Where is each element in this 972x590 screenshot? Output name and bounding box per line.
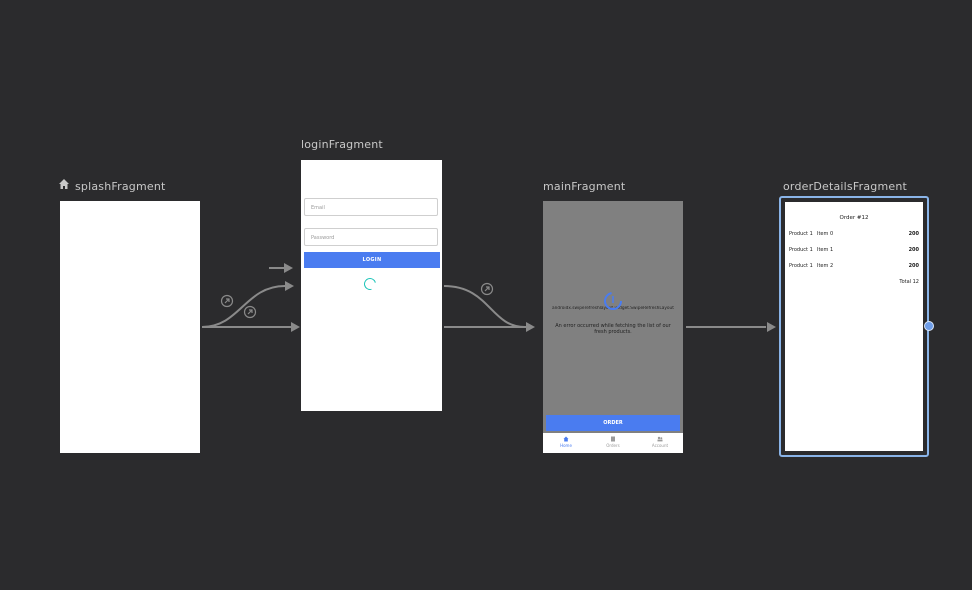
password-field[interactable]: Password: [304, 228, 438, 246]
action-connection-handle[interactable]: [924, 321, 934, 331]
item-name: Item 0: [817, 231, 834, 237]
refresh-indicator-icon: [604, 292, 622, 310]
orders-icon: [611, 436, 615, 442]
order-details-fragment-preview[interactable]: Order #12 Product 1 Item 0 200 Product 1…: [785, 202, 923, 451]
pop-behavior-icon: [243, 305, 257, 319]
home-icon: [59, 179, 69, 189]
login-fragment-title: loginFragment: [301, 138, 383, 151]
item-name: Item 2: [817, 263, 834, 269]
item-name: Item 1: [817, 247, 834, 253]
product-name: Product 1: [789, 247, 813, 253]
order-row: Product 1 Item 2 200: [789, 263, 919, 271]
login-button[interactable]: LOGIN: [304, 252, 440, 268]
nav-item-label: Home: [560, 443, 572, 448]
order-row: Product 1 Item 0 200: [789, 231, 919, 239]
email-field[interactable]: Email: [304, 198, 438, 216]
order-details-selection-frame[interactable]: Order #12 Product 1 Item 0 200 Product 1…: [779, 196, 929, 457]
order-heading: Order #12: [839, 215, 869, 221]
action-login-to-main-curve: [443, 285, 526, 328]
order-button[interactable]: ORDER: [546, 415, 680, 431]
nav-item-label: Orders: [606, 443, 620, 448]
order-row: Product 1 Item 1 200: [789, 247, 919, 255]
nav-item-home[interactable]: Home: [546, 436, 586, 448]
product-name: Product 1: [789, 231, 813, 237]
home-icon: [563, 436, 569, 442]
main-fragment-title: mainFragment: [543, 180, 626, 193]
item-value: 200: [908, 263, 919, 269]
loading-spinner: [361, 275, 379, 293]
order-total: Total 12: [899, 279, 919, 285]
product-name: Product 1: [789, 263, 813, 269]
action-splash-to-login-curve: [201, 285, 288, 328]
order-details-fragment-title: orderDetailsFragment: [783, 180, 908, 193]
error-message: An error occurred while fetching the lis…: [555, 323, 671, 335]
nav-item-orders[interactable]: Orders: [593, 436, 633, 448]
pop-behavior-icon: [480, 282, 494, 296]
main-fragment-preview[interactable]: androidx.swiperefreshlayout.widget.Swipe…: [543, 201, 683, 453]
nav-item-label: Account: [651, 443, 669, 448]
splash-fragment-title: splashFragment: [75, 180, 166, 193]
splash-fragment-preview[interactable]: [60, 201, 200, 453]
account-icon: [657, 436, 663, 442]
item-value: 200: [908, 231, 919, 237]
bottom-navigation: Home Orders Account: [543, 433, 683, 453]
pop-behavior-icon: [220, 294, 234, 308]
item-value: 200: [908, 247, 919, 253]
nav-item-account[interactable]: Account: [640, 436, 680, 448]
login-fragment-preview[interactable]: Email Password LOGIN: [301, 160, 442, 411]
